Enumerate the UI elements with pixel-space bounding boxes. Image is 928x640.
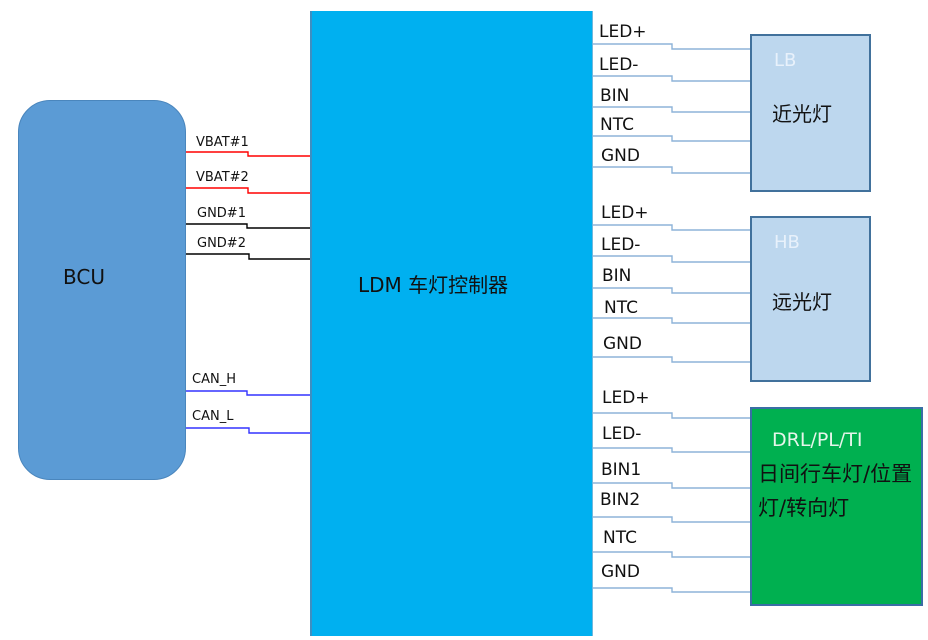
lamp-code: HB [774, 232, 800, 253]
wire-hb-ledplus [593, 224, 752, 231]
lb-pin-ntc: NTC [600, 115, 634, 135]
signal-label-vbat2: VBAT#2 [196, 170, 249, 185]
signal-label-gnd2: GND#2 [197, 236, 246, 251]
drl-pin-bin2: BIN2 [600, 490, 641, 510]
drl-pin-led-minus: LED- [602, 424, 642, 444]
signal-label-gnd1: GND#1 [197, 206, 246, 221]
signal-label-can-l: CAN_L [192, 409, 234, 424]
ldm-label: LDM 车灯控制器 [358, 273, 509, 297]
drl-pin-gnd: GND [601, 562, 640, 582]
wire-lb-bin [593, 106, 752, 113]
hb-pin-led-minus: LED- [601, 235, 641, 255]
hb-pin-gnd: GND [603, 334, 642, 354]
wire-hb-bin [593, 287, 752, 294]
wire-lb-ntc [593, 135, 752, 142]
bcu-block: BCU [18, 100, 186, 480]
lb-pin-bin: BIN [600, 86, 630, 106]
wire-drlplti-ledplus [593, 412, 752, 419]
wire-drlplti-ntc [593, 551, 752, 558]
wire-gnd2 [185, 253, 311, 260]
wire-drlplti-bin2 [593, 516, 752, 523]
low-beam-lamp-block: LB 近光灯 [750, 34, 871, 192]
lb-pin-led-plus: LED+ [599, 22, 647, 42]
hb-pin-led-plus: LED+ [601, 203, 649, 223]
drl-pin-led-plus: LED+ [602, 388, 650, 408]
ldm-controller-block: LDM 车灯控制器 [310, 11, 593, 636]
wire-hb-ntc [593, 317, 752, 324]
high-beam-lamp-block: HB 远光灯 [750, 216, 871, 382]
lamp-name: 日间行车灯/位置灯/转向灯 [758, 462, 913, 520]
wire-drlplti-gnd [593, 587, 752, 593]
wire-drlplti-bin1 [593, 482, 752, 489]
drl-pin-ntc: NTC [603, 528, 637, 548]
wire-canl [185, 427, 311, 434]
wire-gnd1 [185, 223, 311, 229]
wire-drlplti-ledminus [593, 447, 752, 453]
lamp-name: 近光灯 [772, 102, 832, 126]
wire-hb-gnd [593, 356, 752, 363]
lamp-name: 远光灯 [772, 290, 832, 314]
signal-label-vbat1: VBAT#1 [196, 135, 249, 150]
wire-lb-ledplus [593, 43, 752, 50]
hb-pin-bin: BIN [602, 266, 632, 286]
wire-hb-ledminus [593, 255, 752, 263]
signal-label-can-h: CAN_H [192, 372, 236, 387]
lamp-code: DRL/PL/TI [772, 429, 863, 451]
lamp-code: LB [774, 50, 797, 71]
lb-pin-led-minus: LED- [599, 55, 639, 75]
wire-lb-gnd [593, 166, 752, 174]
wire-vbat1 [185, 151, 311, 157]
lb-pin-gnd: GND [601, 146, 640, 166]
hb-pin-ntc: NTC [604, 298, 638, 318]
wire-vbat2 [185, 187, 311, 194]
drl-pin-bin1: BIN1 [601, 460, 642, 480]
wire-lb-ledminus [593, 75, 752, 82]
bcu-label: BCU [63, 265, 105, 289]
wire-canh [185, 390, 311, 396]
drl-position-turn-lamp-block: DRL/PL/TI 日间行车灯/位置灯/转向灯 [750, 407, 923, 606]
